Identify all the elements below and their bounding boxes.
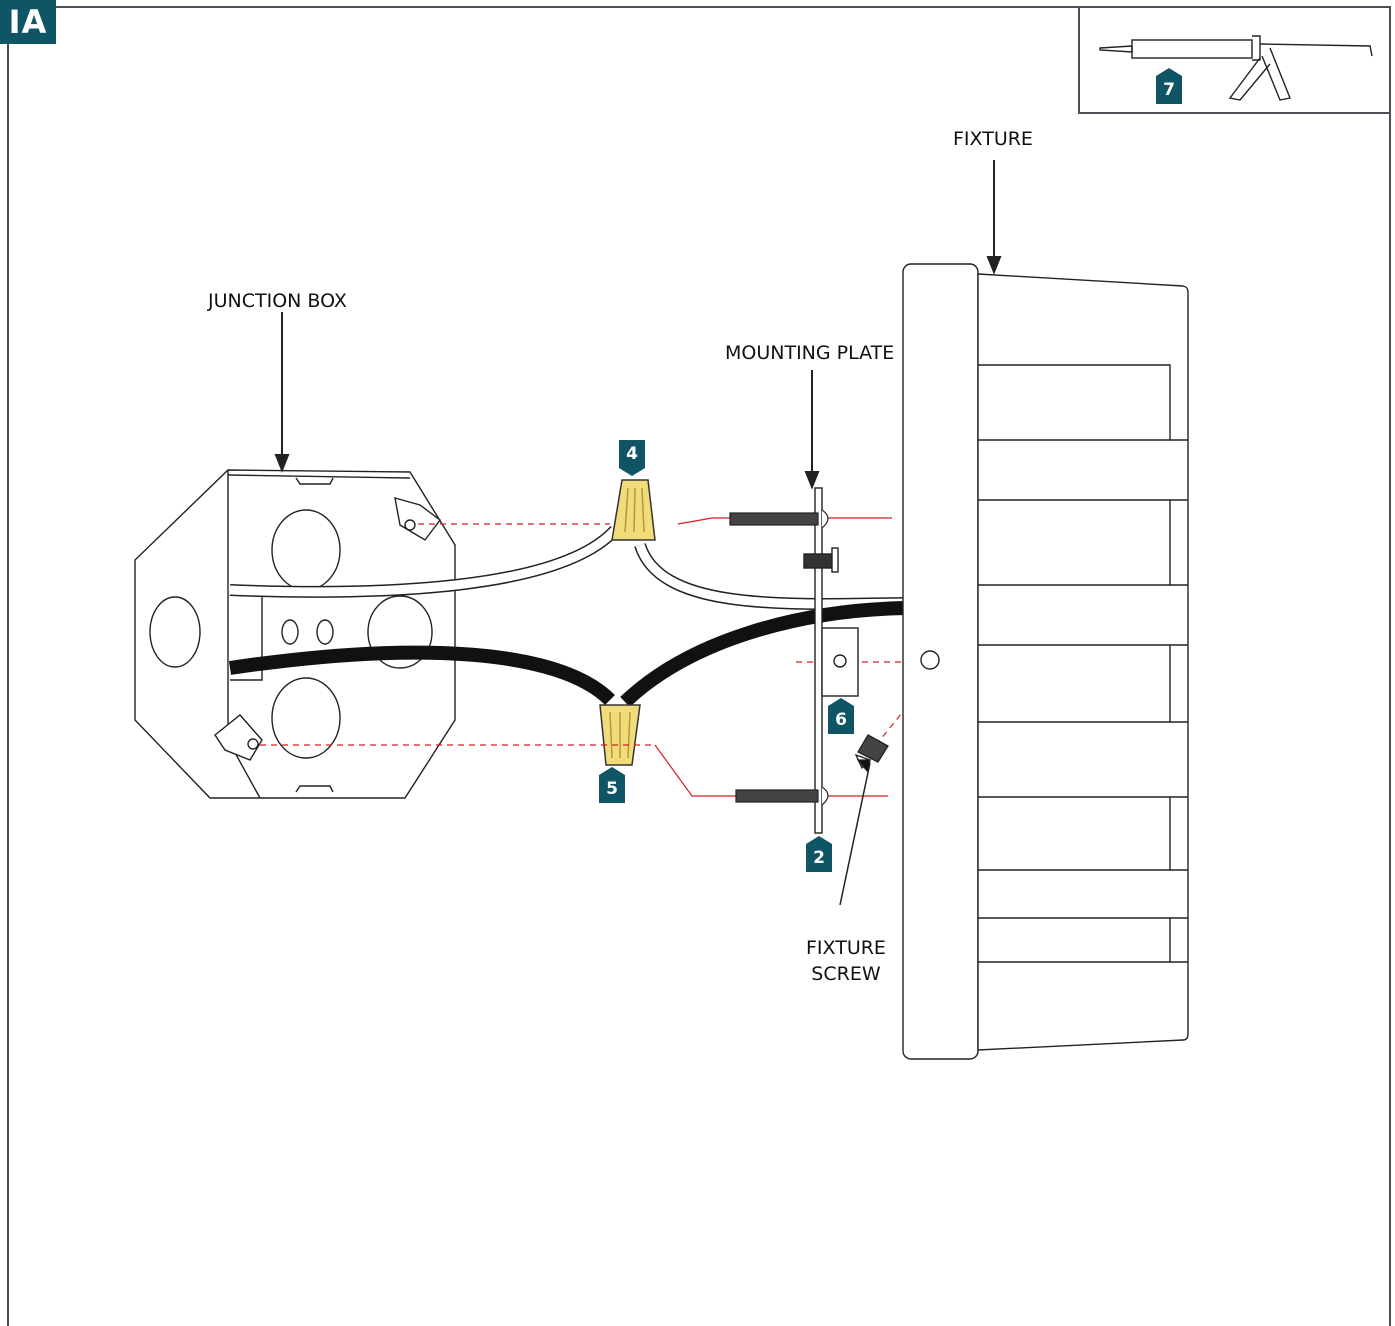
mounting-screw-top [729, 509, 829, 529]
fixture-screw [839, 734, 889, 906]
part-tag-4: 4 [619, 440, 645, 476]
wire-nut-top [611, 479, 656, 541]
wires [228, 525, 906, 708]
mounting-plate [803, 487, 859, 834]
caulk-gun-inset [1078, 6, 1391, 114]
diagram-frame [7, 6, 1391, 1326]
label-fixture-screw-line1: FIXTURE [806, 937, 886, 959]
junction-box [134, 469, 456, 799]
part-tag-7: 7 [1156, 68, 1182, 104]
step-badge: IA [0, 0, 56, 44]
label-fixture-screw: FIXTURE SCREW [806, 935, 886, 987]
label-mounting-plate: MOUNTING PLATE [725, 342, 895, 364]
part-tag-5: 5 [599, 767, 625, 803]
label-fixture: FIXTURE [953, 128, 1033, 150]
mounting-screw-bottom [735, 786, 829, 806]
part-tag-6: 6 [828, 698, 854, 734]
wire-nut-bottom [599, 704, 641, 766]
label-junction-box: JUNCTION BOX [208, 290, 347, 312]
caulk-gun-icon [1099, 35, 1373, 101]
fixture [902, 263, 1189, 1060]
pointer-arrows [274, 160, 1002, 490]
part-tag-2: 2 [806, 836, 832, 872]
label-fixture-screw-line2: SCREW [811, 963, 881, 985]
